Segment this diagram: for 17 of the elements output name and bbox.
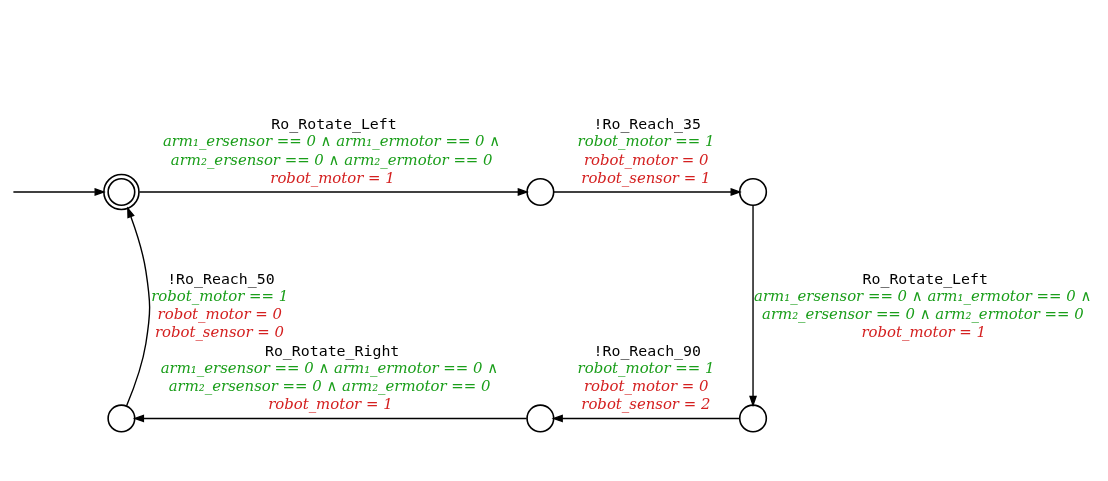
edge-label: robot_motor = 1 [270, 168, 395, 187]
edge-label: Ro_Rotate_Left [862, 270, 988, 289]
edge-label: robot_motor = 0 robot_sensor = 2 [581, 377, 711, 414]
edge-label: robot_motor == 1 [151, 287, 289, 306]
edge-label: robot_motor == 1 [577, 132, 715, 151]
edge-label: !Ro_Reach_50 [167, 270, 275, 289]
edge-label: arm₁_ersensor == 0 ∧ arm₁_ermotor == 0 ∧ arm₂_ersensor == 0 ∧ arm₂_ermotor == 0 [162, 132, 501, 169]
edge-label: robot_motor == 1 [577, 358, 715, 377]
edge-label: robot_motor = 1 [268, 395, 393, 414]
edge-label: robot_motor = 1 [861, 323, 986, 342]
edge-label: arm₁_ersensor == 0 ∧ arm₁_ermotor == 0 ∧ arm₂_ersensor == 0 ∧ arm₂_ermotor == 0 [754, 287, 1092, 324]
edge-label: Ro_Rotate_Right [264, 341, 400, 360]
edge-label: robot_motor = 0 robot_sensor = 1 [581, 150, 711, 187]
edge-label: !Ro_Reach_35 [593, 115, 701, 134]
edge-label: Ro_Rotate_Left [271, 115, 397, 134]
edge-label: !Ro_Reach_90 [593, 341, 701, 360]
edge-label: robot_motor = 0 robot_sensor = 0 [154, 305, 284, 342]
